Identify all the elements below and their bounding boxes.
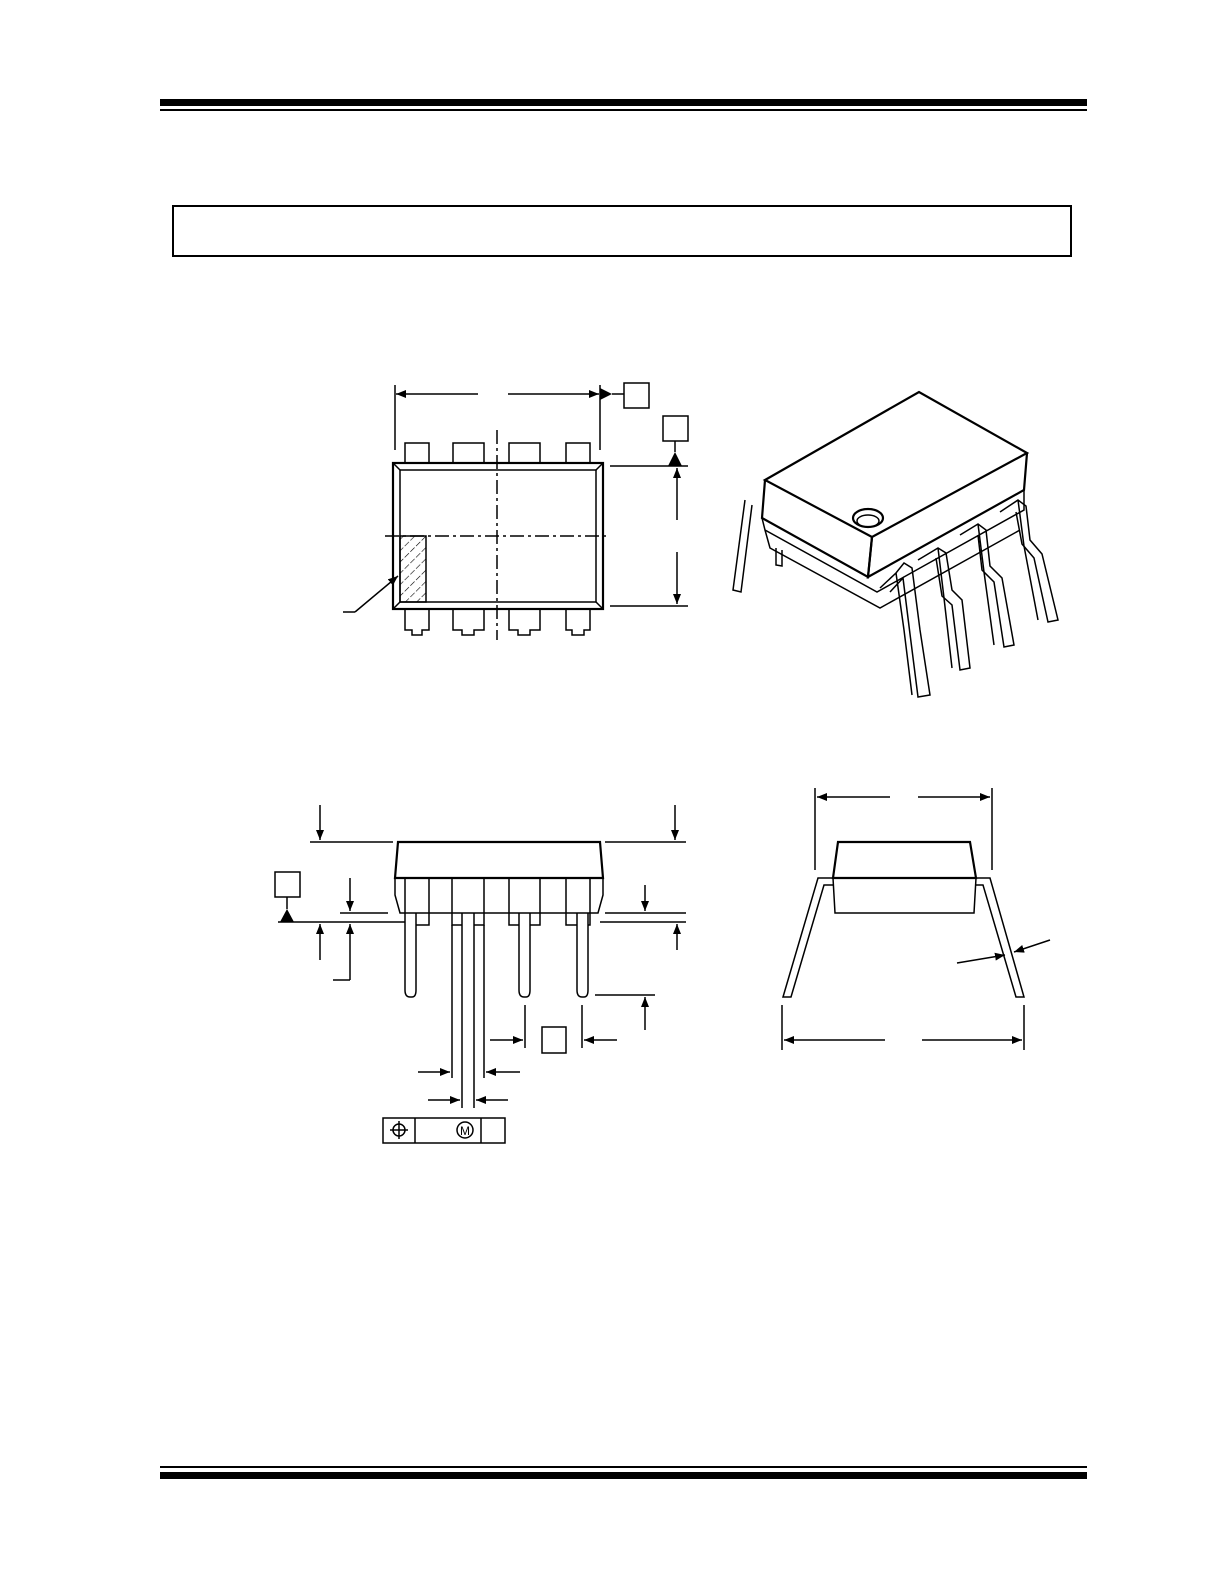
header-rule-thin: [160, 109, 1087, 111]
modifier-circle-icon: [456, 1121, 474, 1139]
modifier-letter: M: [460, 1124, 470, 1138]
side-view: M: [274, 805, 686, 1144]
note-box: [172, 205, 1072, 257]
position-icon: [390, 1121, 408, 1139]
top-view: [343, 382, 689, 640]
end-view: [781, 788, 1051, 1050]
footer-rule-thick: [160, 1472, 1087, 1479]
header-rule-thick: [160, 99, 1087, 106]
isometric-view: [732, 390, 1059, 698]
footer-rule-thin: [160, 1466, 1087, 1468]
